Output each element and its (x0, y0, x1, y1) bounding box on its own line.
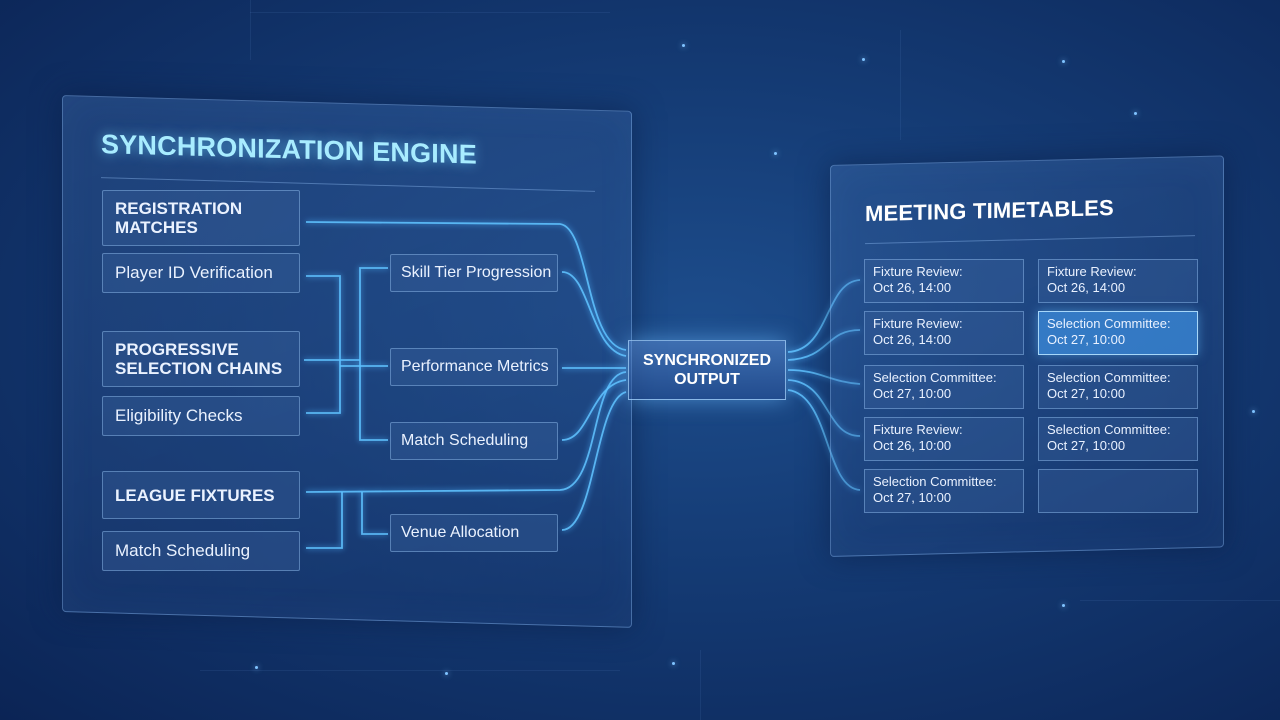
connector-line (361, 492, 388, 535)
slot-meeting-time: Oct 27, 10:00 (1047, 386, 1126, 401)
connector-line (306, 492, 343, 549)
background-dot (445, 672, 448, 675)
slot-meeting-name: Selection Committee: (1047, 316, 1171, 331)
group-item-match-scheduling[interactable]: Match Scheduling (102, 531, 300, 571)
connector-line (306, 360, 341, 414)
connector-line (306, 275, 341, 360)
background-dot (1252, 410, 1255, 413)
slot-meeting-name: Fixture Review: (1047, 264, 1137, 279)
slot-meeting-time: Oct 27, 10:00 (873, 490, 952, 505)
timetable-slot[interactable]: Fixture Review:Oct 26, 14:00 (1038, 259, 1198, 303)
sync-label-line1: SYNCHRONIZED (642, 352, 771, 369)
background-dot (1062, 60, 1065, 63)
slot-meeting-name: Fixture Review: (873, 316, 963, 331)
background-grid-line (900, 30, 901, 140)
background-dot (774, 152, 777, 155)
slot-meeting-name: Selection Committee: (873, 370, 997, 385)
timetable-slot[interactable]: Fixture Review:Oct 26, 10:00 (864, 417, 1024, 461)
background-grid-line (200, 670, 620, 671)
group-heading-progressive[interactable]: PROGRESSIVE SELECTION CHAINS (102, 331, 300, 387)
connector-line (305, 221, 627, 351)
connector-line (787, 379, 861, 437)
background-dot (862, 58, 865, 61)
timetables-title: MEETING TIMETABLES (865, 195, 1114, 227)
background-grid-line (250, 0, 251, 60)
slot-meeting-name: Fixture Review: (873, 264, 963, 279)
connector-line (561, 391, 627, 531)
background-dot (1134, 112, 1137, 115)
connector-line (359, 267, 388, 360)
slot-meeting-time: Oct 27, 10:00 (1047, 438, 1126, 453)
timetable-slot[interactable]: Selection Committee:Oct 27, 10:00 (1038, 311, 1198, 355)
background-grid-line (700, 650, 701, 720)
group-heading-league[interactable]: LEAGUE FIXTURES (102, 471, 300, 519)
connector-line (787, 369, 861, 385)
slot-meeting-time: Oct 26, 14:00 (873, 280, 952, 295)
timetable-slot[interactable]: Fixture Review:Oct 26, 14:00 (864, 259, 1024, 303)
slot-meeting-name: Selection Committee: (873, 474, 997, 489)
slot-meeting-name: Selection Committee: (1047, 370, 1171, 385)
connector-line (305, 371, 627, 493)
synchronized-output-node[interactable]: SYNCHRONIZED OUTPUT (628, 340, 786, 400)
slot-meeting-time: Oct 26, 14:00 (1047, 280, 1126, 295)
background-dot (672, 662, 675, 665)
slot-meeting-time: Oct 26, 14:00 (873, 332, 952, 347)
slot-meeting-time: Oct 26, 10:00 (873, 438, 952, 453)
slot-meeting-name: Selection Committee: (1047, 422, 1171, 437)
connector-line (359, 360, 388, 441)
process-venue-allocation[interactable]: Venue Allocation (390, 514, 558, 552)
timetable-slot[interactable]: Selection Committee:Oct 27, 10:00 (1038, 417, 1198, 461)
process-match-scheduling[interactable]: Match Scheduling (390, 422, 558, 460)
connector-line (787, 279, 861, 353)
group-heading-registration[interactable]: REGISTRATION MATCHES (102, 190, 300, 246)
timetables-title-divider (865, 235, 1195, 245)
background-dot (682, 44, 685, 47)
group-item-player-id[interactable]: Player ID Verification (102, 253, 300, 293)
sync-label-line2: OUTPUT (674, 371, 740, 388)
timetable-slot[interactable]: Selection Committee:Oct 27, 10:00 (864, 365, 1024, 409)
background-grid-line (250, 12, 610, 13)
timetable-slot[interactable]: Selection Committee:Oct 27, 10:00 (864, 469, 1024, 513)
connector-line (561, 379, 627, 441)
timetable-slot[interactable]: Fixture Review:Oct 26, 14:00 (864, 311, 1024, 355)
slot-meeting-name: Fixture Review: (873, 422, 963, 437)
slot-meeting-time: Oct 27, 10:00 (1047, 332, 1126, 347)
connector-line (561, 271, 627, 357)
process-performance-metrics[interactable]: Performance Metrics (390, 348, 558, 386)
timetable-slot[interactable]: Selection Committee:Oct 27, 10:00 (1038, 365, 1198, 409)
background-dot (255, 666, 258, 669)
connector-line (787, 389, 861, 491)
slot-meeting-time: Oct 27, 10:00 (873, 386, 952, 401)
process-skill-tier[interactable]: Skill Tier Progression (390, 254, 558, 292)
background-dot (1062, 604, 1065, 607)
timetable-slot[interactable] (1038, 469, 1198, 513)
background-grid-line (1080, 600, 1280, 601)
connector-line (787, 329, 861, 361)
group-item-eligibility[interactable]: Eligibility Checks (102, 396, 300, 436)
